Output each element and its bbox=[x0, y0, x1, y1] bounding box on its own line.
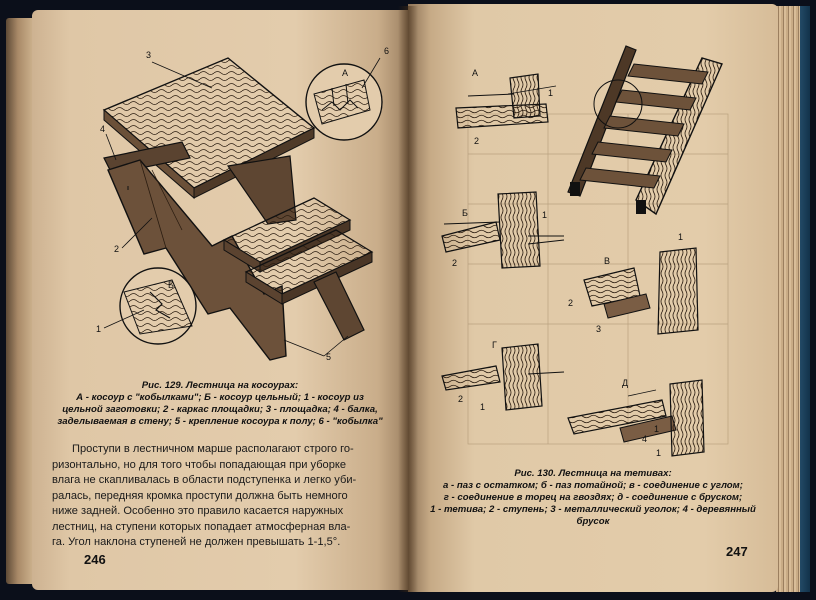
body-line: ризонтально, но для того чтобы попадающа… bbox=[52, 458, 347, 471]
fig129-label: 3 bbox=[146, 50, 151, 60]
fig130-label: 1 bbox=[548, 88, 553, 98]
stair-main-view bbox=[567, 45, 723, 216]
body-line: ралась, передняя кромка проступи должна … bbox=[52, 489, 348, 502]
caption-title: Рис. 129. Лестница на косоурах: bbox=[141, 380, 299, 391]
fig130-label: 4 bbox=[642, 434, 647, 444]
left-page-edges bbox=[6, 18, 36, 584]
caption-line: заделываемая в стену; 5 - крепление косо… bbox=[57, 416, 383, 427]
left-page: 3 6 А 4 2 Б 1 5 Рис. 129. Лестница на ко… bbox=[32, 10, 408, 590]
right-page: А 1 2 Б 1 2 1 В 2 3 Г 2 1 Д 1 4 1 Рис. 1… bbox=[408, 4, 778, 592]
body-line: лестниц, на ступени которых попадает атм… bbox=[52, 520, 351, 533]
fig130-label: 2 bbox=[568, 298, 573, 308]
body-line: Проступи в лестничном марше располагают … bbox=[72, 443, 354, 455]
detail-v bbox=[583, 247, 699, 335]
fig129-label: 5 bbox=[326, 352, 331, 362]
fig130-label: 1 bbox=[542, 210, 547, 220]
page-number: 247 bbox=[726, 544, 748, 559]
caption-line: брусок bbox=[576, 516, 610, 527]
fig129-label: 2 bbox=[114, 244, 119, 254]
caption-line: 1 - тетива; 2 - ступень; 3 - металлическ… bbox=[430, 504, 756, 515]
figure-129-stair-on-stringers: 3 6 А 4 2 Б 1 5 bbox=[96, 46, 389, 362]
floor-fixing bbox=[313, 271, 365, 341]
fig130-label: В bbox=[604, 256, 610, 266]
caption-line: а - паз с остатком; б - паз потайной; в … bbox=[443, 480, 743, 491]
caption-title: Рис. 130. Лестница на тетивах: bbox=[514, 468, 672, 479]
body-line: ниже задней. Особенно это правило касает… bbox=[52, 505, 344, 517]
detail-a bbox=[455, 73, 557, 129]
page-number: 246 bbox=[84, 552, 106, 567]
detail-d bbox=[567, 379, 705, 457]
figure-130-stair-on-strings: А 1 2 Б 1 2 1 В 2 3 Г 2 1 Д 1 4 1 bbox=[441, 45, 729, 458]
fig129-label: А bbox=[342, 68, 348, 78]
fig130-label: 1 bbox=[654, 424, 659, 434]
fig130-label: Б bbox=[462, 208, 468, 218]
fig130-label: 1 bbox=[678, 232, 683, 242]
detail-b bbox=[441, 191, 565, 269]
caption-line: А - косоур с "кобылками"; Б - косоур цел… bbox=[76, 392, 364, 403]
fig130-label: 2 bbox=[452, 258, 457, 268]
fig129-label: 6 bbox=[384, 46, 389, 56]
fig129-label: 4 bbox=[100, 124, 105, 134]
caption-line: цельной заготовки; 2 - каркас площадки; … bbox=[62, 404, 378, 415]
book-gutter bbox=[398, 6, 418, 592]
caption-line: г - соединение в торец на гвоздях; д - с… bbox=[443, 492, 743, 503]
fig130-label: 3 bbox=[596, 324, 601, 334]
fig130-label: 1 bbox=[480, 402, 485, 412]
fig130-label: 2 bbox=[458, 394, 463, 404]
body-line: влага не скапливалась в области подступе… bbox=[52, 474, 357, 486]
book-cover-edge bbox=[800, 6, 810, 592]
fig130-label: Д bbox=[622, 378, 628, 388]
fig130-label: А bbox=[472, 68, 478, 78]
body-text: Проступи в лестничном марше располагают … bbox=[52, 442, 402, 551]
body-line: га. Угол наклона ступеней не должен прев… bbox=[52, 536, 341, 548]
fig130-label: 1 bbox=[656, 448, 661, 458]
figure-130-caption: Рис. 130. Лестница на тетивах: а - паз с… bbox=[408, 468, 778, 528]
fig130-label: 2 bbox=[474, 136, 479, 146]
fig129-label: Б bbox=[168, 280, 174, 290]
figure-129-caption: Рис. 129. Лестница на косоурах: А - косо… bbox=[32, 380, 408, 428]
detail-g bbox=[441, 343, 565, 411]
fig130-label: Г bbox=[492, 340, 497, 350]
fig129-label: 1 bbox=[96, 324, 101, 334]
